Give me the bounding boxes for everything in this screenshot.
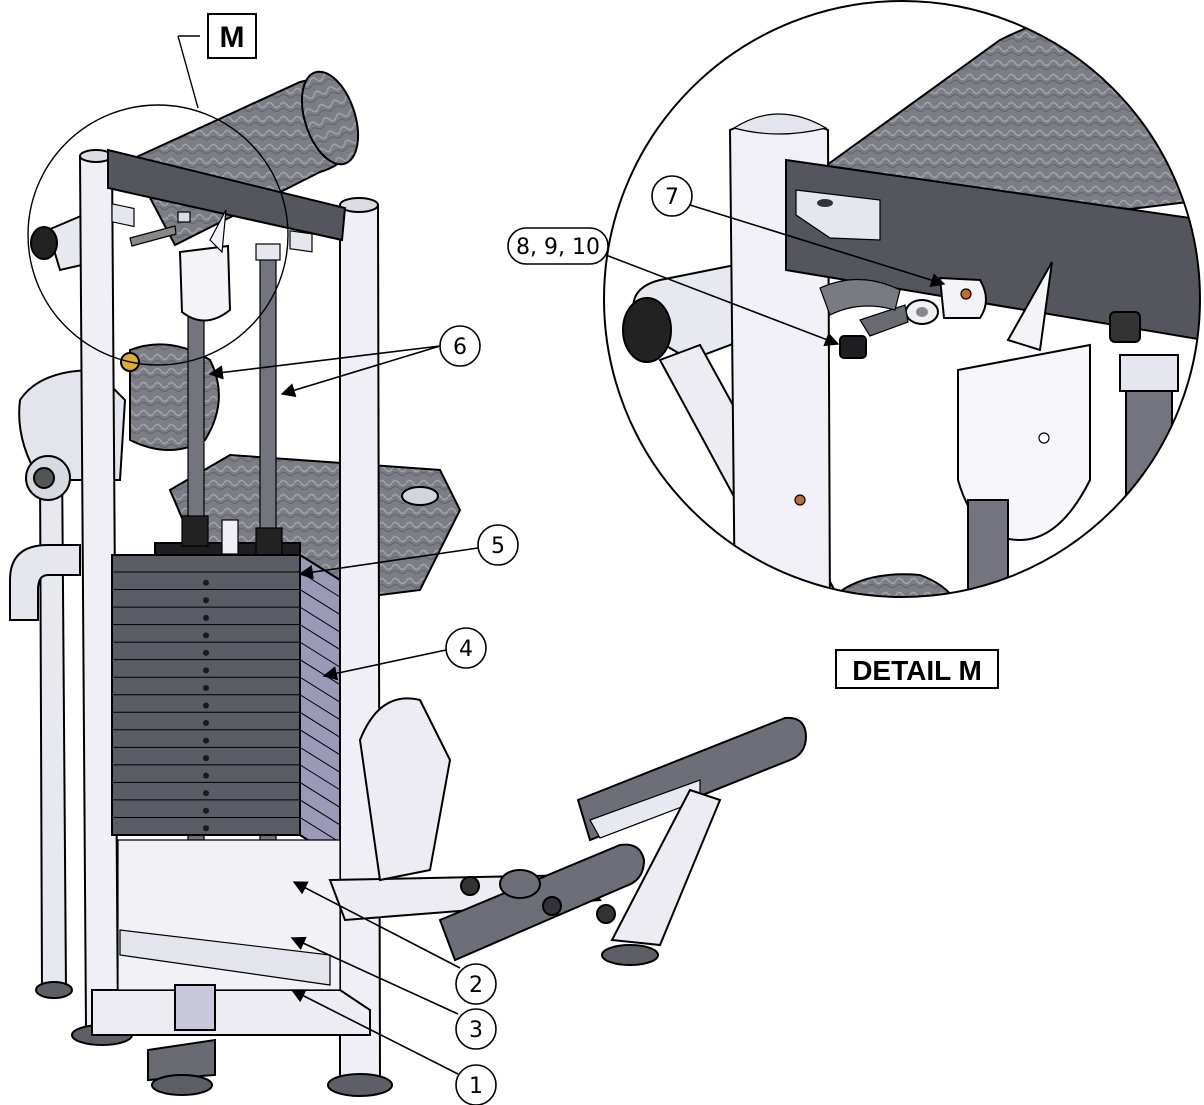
detail-label-text: M <box>220 21 245 54</box>
detail-m-title: DETAIL M <box>835 649 999 689</box>
callout-6: 6 <box>208 325 481 398</box>
main-machine-view <box>9 35 808 1097</box>
side-handle <box>9 544 81 621</box>
callout-3: 3 <box>290 936 497 1050</box>
detail-label-box: M <box>207 13 257 59</box>
lever-pad <box>129 343 220 451</box>
right-front-upright <box>339 199 382 1081</box>
callout-5: 5 <box>298 524 519 580</box>
foot-arm-strut <box>610 788 722 947</box>
svg-text:2: 2 <box>469 973 483 998</box>
top-crossbar <box>107 148 347 242</box>
svg-text:7: 7 <box>665 185 679 210</box>
callout-8-9-10: 8, 9, 10 <box>507 227 840 347</box>
callout-4: 4 <box>322 627 487 681</box>
detail-m-view <box>603 0 1201 598</box>
svg-text:3: 3 <box>469 1018 483 1043</box>
detail-m-title-text: DETAIL M <box>852 655 982 686</box>
callout-7: 7 <box>651 175 946 288</box>
svg-text:1: 1 <box>469 1074 483 1099</box>
left-rear-leg <box>38 453 68 991</box>
base-frame <box>91 989 371 1036</box>
svg-text:5: 5 <box>491 534 505 559</box>
svg-text:4: 4 <box>459 637 473 662</box>
callout-2: 2 <box>292 881 497 1005</box>
top-bracket <box>178 244 232 322</box>
weight-stack <box>111 553 341 862</box>
svg-text:6: 6 <box>453 335 467 360</box>
detail-region-circle <box>27 104 289 366</box>
svg-text:8, 9, 10: 8, 9, 10 <box>516 235 600 260</box>
detail-m-circle <box>603 0 1201 598</box>
callout-1: 1 <box>290 989 497 1105</box>
foot-roller-lower <box>438 843 646 962</box>
